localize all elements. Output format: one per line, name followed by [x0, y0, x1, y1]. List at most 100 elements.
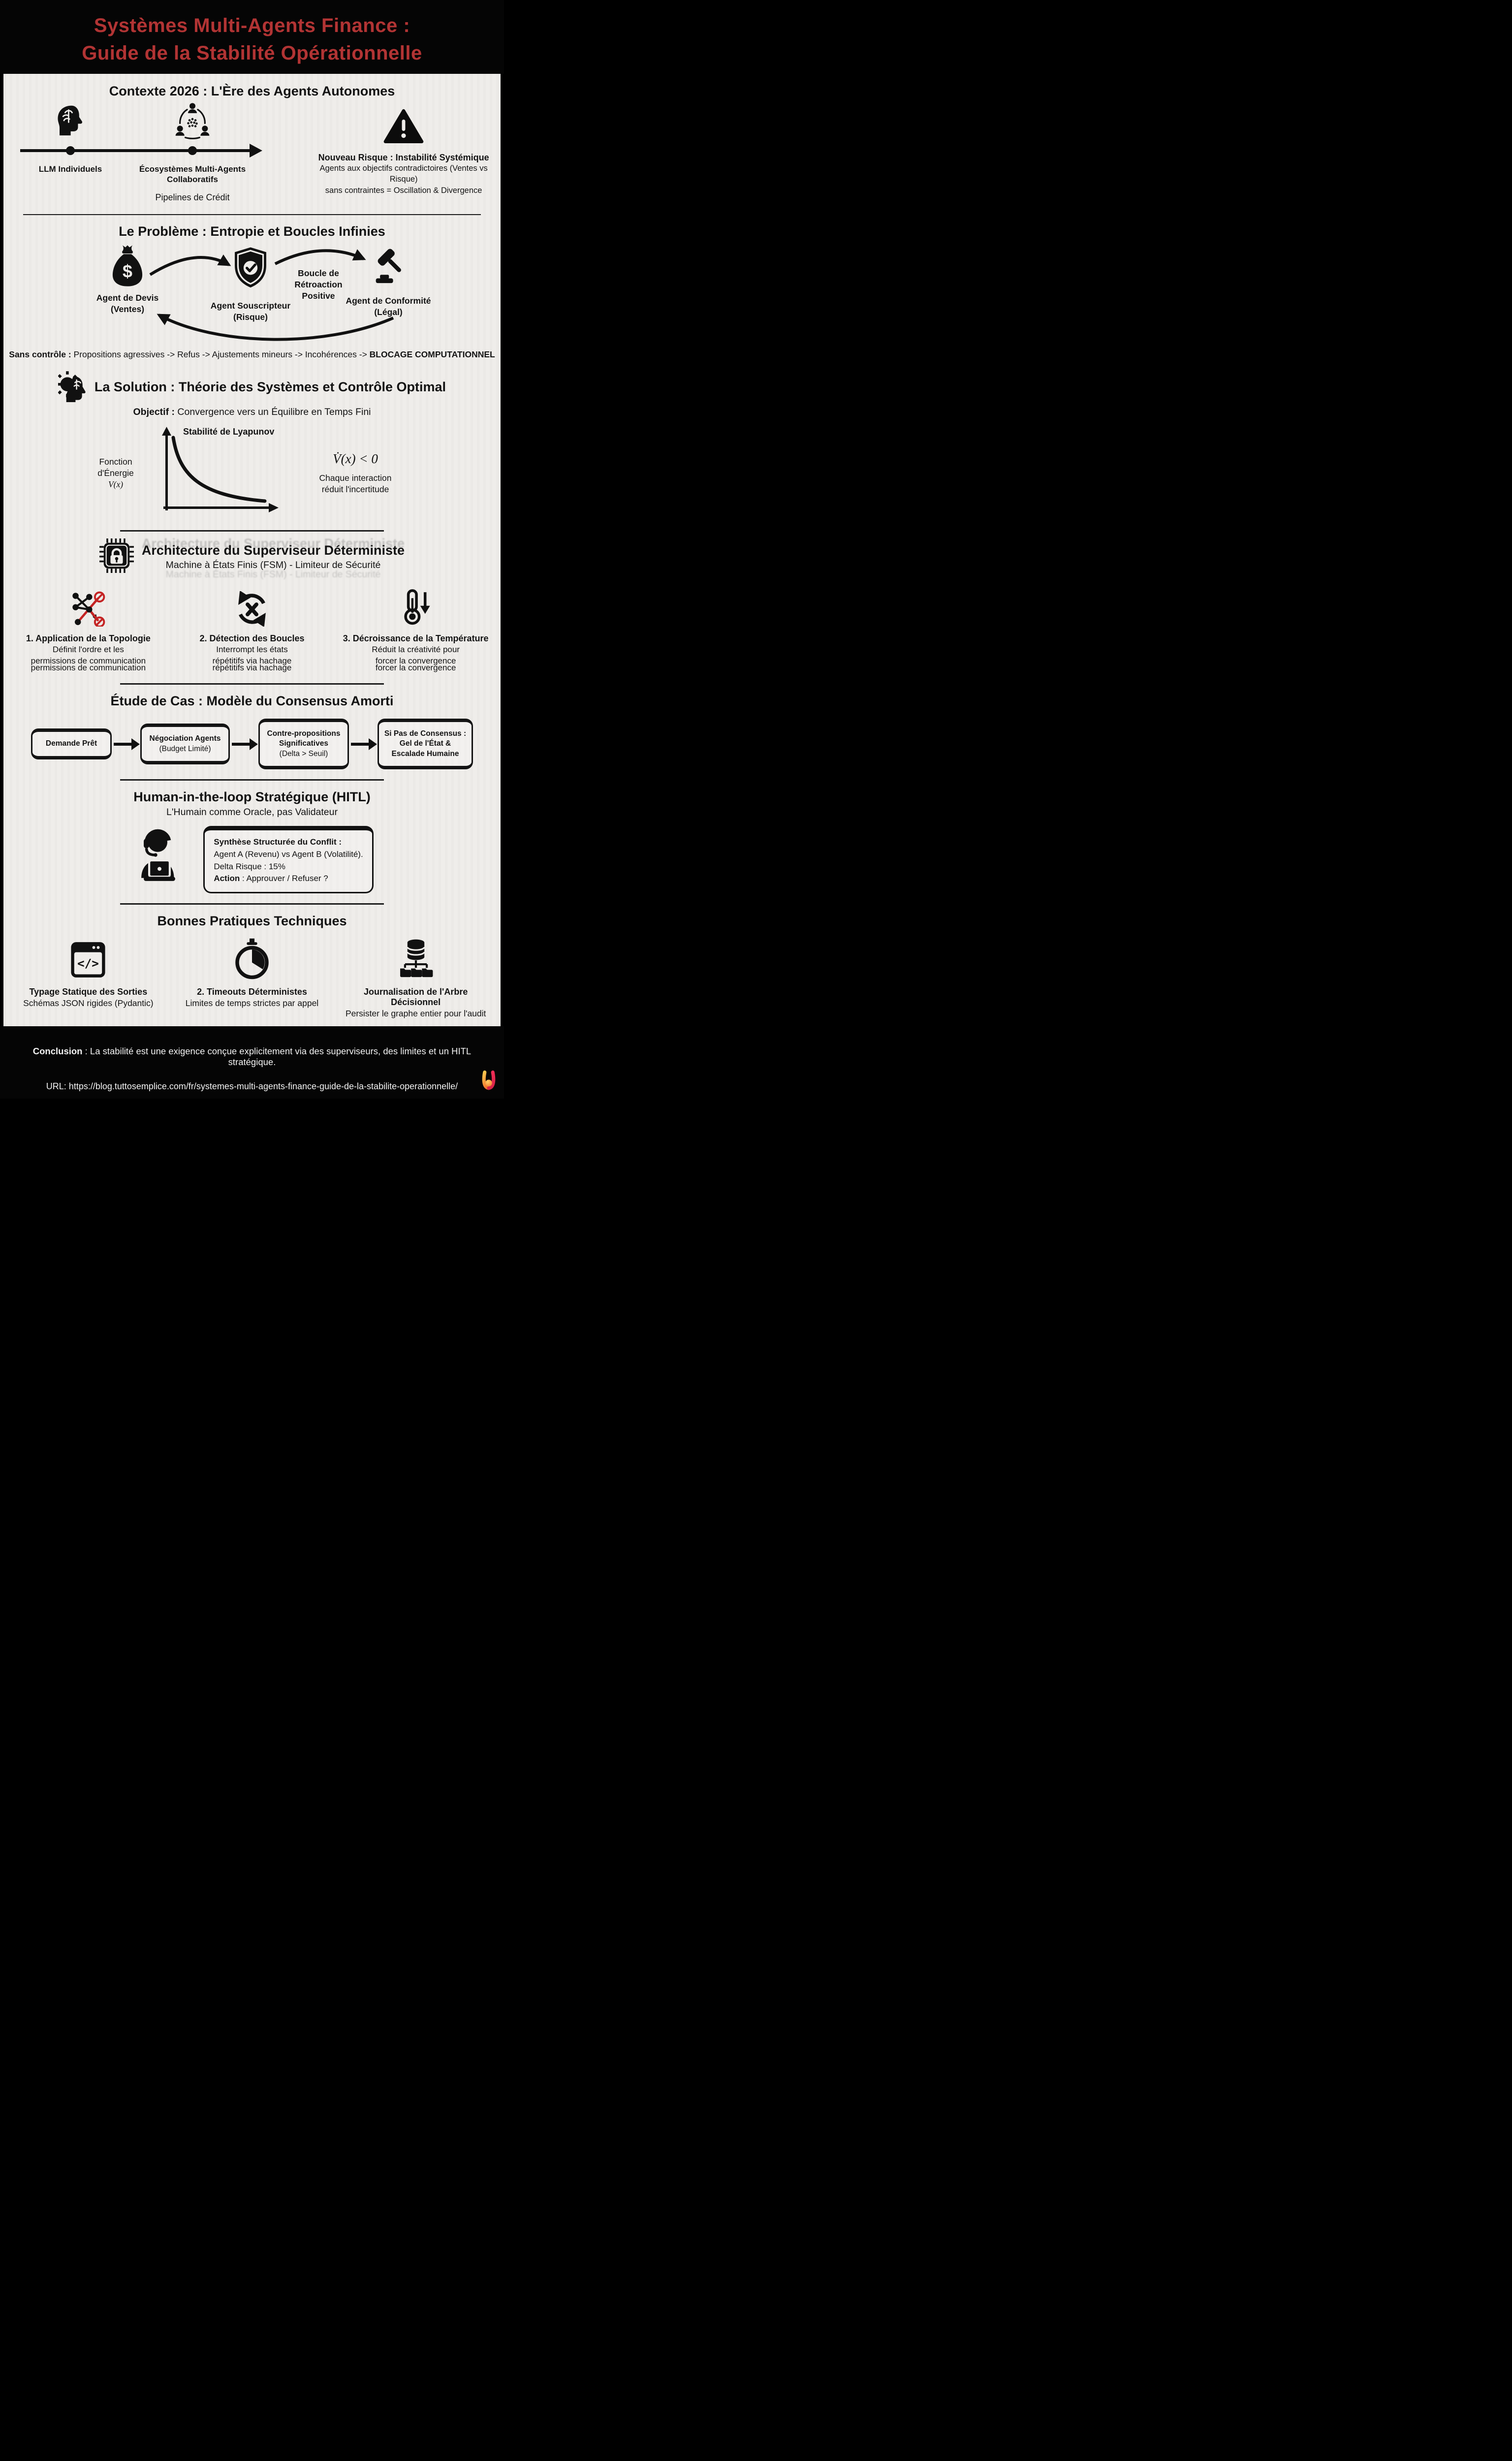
database-tree-icon	[340, 938, 492, 980]
svg-text:$: $	[123, 262, 132, 282]
energy-axis-label: Fonction d'Énergie V(x)	[87, 426, 145, 490]
practice-typing: </> Typage Statique des Sorties Schémas …	[6, 938, 170, 1019]
code-window-icon: </>	[12, 938, 164, 980]
step-text: Négociation Agents	[149, 734, 221, 743]
panel-line1: Agent A (Revenu) vs Agent B (Volatilité)…	[214, 849, 363, 859]
case-study-heading: Étude de Cas : Modèle du Consensus Amort…	[110, 693, 394, 708]
lyapunov-note: Chaque interaction réduit l'incertitude	[293, 473, 417, 495]
ylabel-line2: d'Énergie	[97, 468, 134, 478]
gear-head-icon	[58, 370, 89, 405]
risk-line1: Agents aux objectifs contradictoires (Ve…	[319, 164, 488, 184]
caption-prefix: Sans contrôle :	[9, 349, 71, 359]
feedback-loop-label: Boucle de Rétroaction Positive	[294, 268, 343, 301]
context-row: LLM Individuels Écosystèmes Multi-Agents…	[3, 102, 501, 206]
stopwatch-icon	[176, 938, 328, 980]
pillar-line2: permissions de communication	[12, 656, 164, 673]
caption-chain: Propositions agressives -> Refus -> Ajus…	[71, 349, 370, 359]
architecture-heading-row: Architecture du Superviseur Déterministe…	[3, 538, 501, 575]
agent-souscripteur-label: Agent Souscripteur (Risque)	[211, 300, 290, 323]
svg-text:</>: </>	[77, 956, 99, 970]
flow-step-3: Contre-propositions Significatives (Delt…	[258, 718, 349, 770]
solution-subtitle: Objectif : Convergence vers un Équilibre…	[3, 407, 501, 418]
risk-line2: sans contraintes = Oscillation & Diverge…	[325, 186, 482, 195]
flow-step-2: Négociation Agents (Budget Limité)	[140, 724, 230, 765]
gavel-icon	[368, 245, 409, 288]
step-text: Contre-propositions	[267, 729, 341, 738]
infographic-body: Contexte 2026 : L'Ère des Agents Autonom…	[3, 74, 501, 1026]
pillar-title: 2. Détection des Boucles	[199, 633, 305, 643]
practice-title: Typage Statique des Sorties	[29, 986, 148, 997]
decay-curve-plot	[162, 427, 279, 512]
flow-step-1: Demande Prêt	[31, 728, 112, 759]
page-title-line1: Systèmes Multi-Agents Finance :	[94, 15, 410, 36]
panel-title: Synthèse Structurée du Conflit :	[214, 837, 342, 847]
practice-desc: Persister le graphe entier pour l'audit	[345, 1008, 486, 1018]
problem-diagram: $ Agent de Devis (Ventes) Agent Souscrip…	[3, 244, 501, 344]
topology-icon	[12, 588, 164, 627]
step-subtext: (Budget Limité)	[159, 744, 211, 753]
risk-title: Nouveau Risque : Instabilité Systémique	[318, 153, 489, 162]
tuttosemplice-logo	[480, 1070, 497, 1095]
practice-journaling: Journalisation de l'Arbre Décisionnel Pe…	[334, 938, 498, 1019]
flow-arrow-icon	[232, 738, 258, 750]
step-text: Gel de l'État &	[399, 739, 451, 748]
panel-line2: Delta Risque : 15%	[214, 861, 285, 871]
architecture-titles: Architecture du Superviseur Déterministe…	[142, 543, 405, 571]
solution-heading-row: La Solution : Théorie des Systèmes et Co…	[3, 370, 501, 405]
flow-arrow-icon	[114, 738, 140, 750]
infographic-footer: Conclusion : La stabilité est une exigen…	[0, 1026, 504, 1099]
section-divider	[23, 214, 481, 215]
money-bag-icon: $	[107, 244, 148, 290]
lyapunov-chart: Stabilité de Lyapunov	[153, 426, 285, 520]
lyapunov-annotation: V̇(x) < 0 Chaque interaction réduit l'in…	[293, 426, 417, 495]
note-line1: Chaque interaction	[319, 473, 392, 483]
context-heading: Contexte 2026 : L'Ère des Agents Autonom…	[109, 84, 395, 98]
panel-action-text: : Approuver / Refuser ?	[240, 874, 328, 883]
agent-name: Agent de Conformité	[346, 296, 431, 306]
agent-devis-label: Agent de Devis (Ventes)	[96, 292, 158, 315]
agent-conformite-label: Agent de Conformité (Légal)	[346, 295, 431, 318]
timeline-label-llm: LLM Individuels	[38, 164, 102, 174]
solution-heading: La Solution : Théorie des Systèmes et Co…	[94, 379, 446, 394]
multi-agent-icon	[173, 102, 212, 145]
page-title-line2: Guide de la Stabilité Opérationnelle	[82, 42, 422, 64]
section-divider	[120, 903, 384, 905]
pillar-line1: Réduit la créativité pour	[372, 645, 460, 654]
feedback-arrows	[149, 249, 394, 341]
caption-deadlock: BLOCAGE COMPUTATIONNEL	[369, 349, 495, 359]
timeline-dot	[188, 146, 197, 155]
thermometer-down-icon	[340, 588, 492, 627]
ylabel-math: V(x)	[108, 479, 124, 489]
pillar-loop-detection: 2. Détection des Boucles Interrompt les …	[170, 588, 334, 673]
practices-row: </> Typage Statique des Sorties Schémas …	[3, 938, 501, 1019]
loop-x-icon	[176, 588, 328, 627]
lyapunov-figure: Fonction d'Énergie V(x) Stabilité de Lya…	[3, 426, 501, 520]
practice-desc: Limites de temps strictes par appel	[185, 998, 319, 1008]
pillar-temperature: 3. Décroissance de la Température Réduit…	[334, 588, 498, 673]
pillar-title: 3. Décroissance de la Température	[343, 633, 489, 643]
pillar-line2: forcer la convergence	[340, 656, 492, 673]
practice-title: Journalisation de l'Arbre Décisionnel	[364, 986, 468, 1007]
flow-arrow-icon	[351, 738, 377, 750]
objective-text: Convergence vers un Équilibre en Temps F…	[175, 407, 371, 417]
panel-action-label: Action	[214, 874, 240, 883]
warning-icon	[383, 109, 424, 146]
pillar-line1: Interrompt les états	[216, 645, 288, 654]
step-text: Escalade Humaine	[391, 749, 459, 758]
problem-heading: Le Problème : Entropie et Boucles Infini…	[119, 224, 385, 239]
agent-role: (Ventes)	[110, 304, 145, 314]
architecture-pillars: 1. Application de la Topologie Définit l…	[3, 588, 501, 673]
timeline-arrowhead-icon	[250, 144, 262, 158]
note-line2: réduit l'incertitude	[321, 484, 389, 495]
conflict-synthesis-panel: Synthèse Structurée du Conflit : Agent A…	[203, 826, 374, 893]
practice-desc: Schémas JSON rigides (Pydantic)	[23, 998, 154, 1008]
agent-role: (Risque)	[233, 312, 268, 322]
timeline-axis	[20, 149, 251, 152]
pillar-topology: 1. Application de la Topologie Définit l…	[6, 588, 170, 673]
ylabel-line1: Fonction	[99, 457, 132, 467]
conclusion-label: Conclusion	[32, 1045, 83, 1056]
lyapunov-formula: V̇(x) < 0	[333, 451, 378, 466]
timeline-sublabel-pipelines: Pipelines de Crédit	[155, 192, 230, 202]
hitl-row: Synthèse Structurée du Conflit : Agent A…	[3, 826, 501, 893]
infographic-header: Systèmes Multi-Agents Finance : Guide de…	[0, 0, 504, 74]
